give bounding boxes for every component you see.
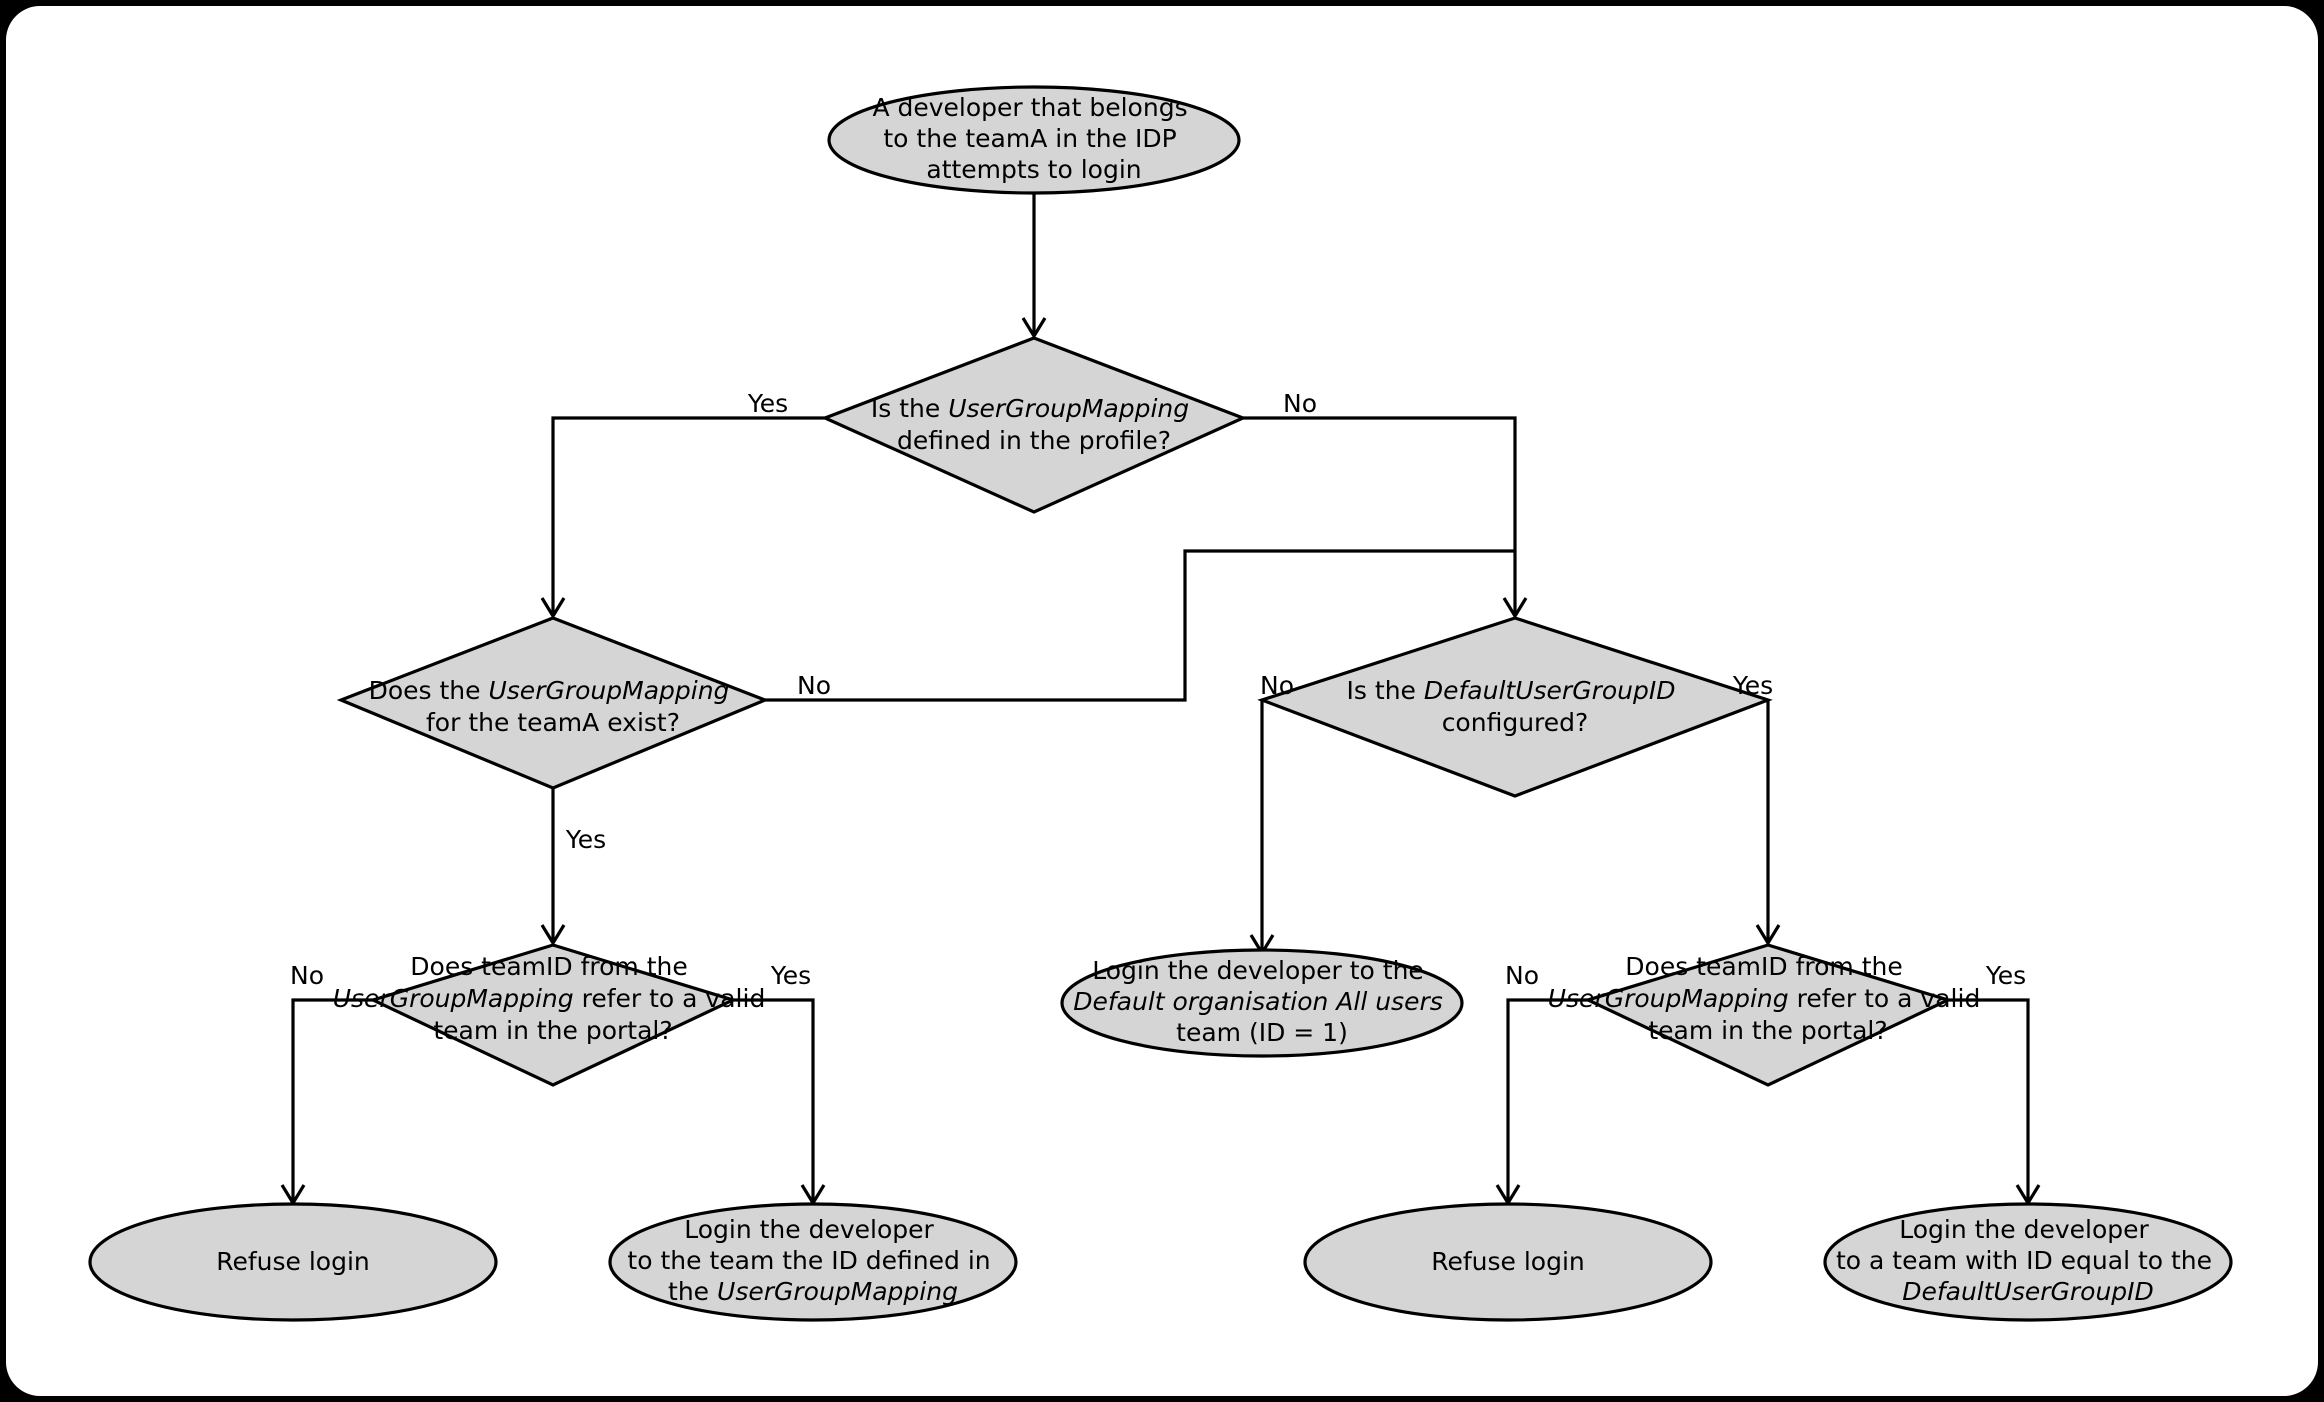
- edge-mapping-defined-no: [1243, 416, 1517, 613]
- edge-label-mapping-teama-no: No: [797, 671, 831, 700]
- node-default-group[interactable]: [1257, 616, 1773, 798]
- edge-teamid-left-yes: [733, 998, 815, 1200]
- node-default-org-login-label: Login the developer to the Default organ…: [1073, 956, 1450, 1047]
- node-start-label: A developer that belongs to the teamA in…: [872, 93, 1195, 184]
- edge-mapping-teama-no: [765, 549, 1515, 702]
- edge-label-teamid-left-no: No: [290, 961, 324, 990]
- edge-label-mapping-defined-no: No: [1283, 389, 1317, 418]
- node-teamid-right[interactable]: [1583, 943, 1953, 1087]
- edge-mapping-defined-yes: [551, 416, 825, 613]
- node-mapping-teama[interactable]: [336, 616, 770, 790]
- node-refuse-login-right-label: Refuse login: [1431, 1247, 1585, 1276]
- edge-label-default-group-yes: Yes: [1732, 671, 1773, 700]
- node-mapping-defined[interactable]: [820, 336, 1248, 514]
- node-mapping-teama-label: Does the UserGroupMapping for the teamA …: [369, 676, 738, 737]
- arrowhead-default-group-yes: [1755, 924, 1781, 947]
- arrowhead-mapping-teama-yes: [540, 924, 566, 947]
- node-teamid-right-label: Does teamID from the UserGroupMapping re…: [1548, 952, 1989, 1045]
- node-teamid-left[interactable]: [368, 943, 738, 1087]
- edge-label-mapping-teama-yes: Yes: [565, 825, 606, 854]
- arrowhead-mapping-defined-yes: [540, 597, 566, 620]
- node-default-group-label: Is the DefaultUserGroupID configured?: [1347, 676, 1684, 737]
- node-mapping-defined-label: Is the UserGroupMapping defined in the p…: [871, 394, 1197, 455]
- node-default-org-login[interactable]: [1060, 948, 1464, 1058]
- edge-teamid-right-no: [1506, 998, 1588, 1200]
- arrowhead-mapping-defined-no: [1502, 597, 1528, 620]
- edge-label-teamid-left-yes: Yes: [770, 961, 811, 990]
- node-login-default-group-label: Login the developer to a team with ID eq…: [1836, 1215, 2220, 1306]
- node-refuse-login-right[interactable]: [1303, 1202, 1713, 1322]
- node-refuse-login-left[interactable]: [88, 1202, 498, 1322]
- edge-label-teamid-right-yes: Yes: [1985, 961, 2026, 990]
- node-refuse-login-left-label: Refuse login: [216, 1247, 370, 1276]
- node-teamid-left-label: Does teamID from the UserGroupMapping re…: [333, 952, 774, 1045]
- edge-teamid-left-no: [291, 998, 373, 1200]
- node-login-mapping-label: Login the developer to the team the ID d…: [627, 1215, 998, 1306]
- edge-teamid-right-yes: [1948, 998, 2030, 1200]
- edge-label-teamid-right-no: No: [1505, 961, 1539, 990]
- edge-label-default-group-no: No: [1260, 671, 1294, 700]
- arrowhead-start-to-mapping-defined: [1021, 317, 1047, 340]
- node-start[interactable]: [827, 85, 1241, 195]
- node-login-mapping[interactable]: [608, 1202, 1018, 1322]
- edge-label-mapping-defined-yes: Yes: [747, 389, 788, 418]
- node-login-default-group[interactable]: [1823, 1202, 2233, 1322]
